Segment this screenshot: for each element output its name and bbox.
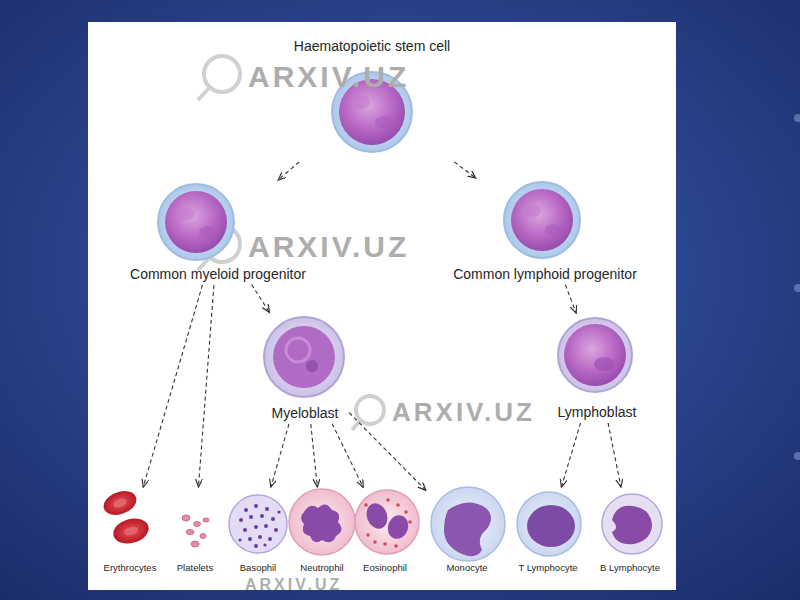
dashed-arrow	[332, 424, 363, 488]
dashed-arrow	[271, 424, 289, 487]
cell-node: Myeloblast	[263, 315, 347, 421]
t-lymphocyte-cell	[517, 492, 581, 556]
white-panel	[88, 22, 676, 590]
myeloblast-cell	[264, 317, 344, 397]
cell-node: Neutrophil	[295, 490, 349, 574]
platelets	[182, 515, 209, 547]
cell-label: Eosinophil	[363, 563, 407, 574]
cell-node: T Lymphocyte	[514, 490, 582, 574]
b-lymphocyte-cell	[602, 494, 662, 554]
watermark: ARXIV.UZ	[392, 398, 535, 427]
cell-label: Basophil	[240, 563, 276, 574]
cell-node: Eosinophil	[358, 490, 412, 574]
lymphoblast-cell	[558, 318, 632, 392]
cell-label: T Lymphocyte	[518, 563, 577, 574]
watermark: ARXIV.UZ	[245, 576, 342, 594]
dashed-arrow	[608, 423, 621, 487]
eosinophil-cell	[355, 490, 419, 554]
basophil-cell	[229, 495, 287, 553]
cell-label: Monocyte	[446, 563, 487, 574]
cell-label: Haematopoietic stem cell	[294, 38, 450, 54]
dashed-arrow	[278, 162, 299, 180]
neutrophil-cell	[289, 489, 355, 555]
cell-node: Platelets	[168, 490, 222, 574]
dashed-arrow	[561, 423, 580, 487]
cell-label: Common myeloid progenitor	[130, 266, 306, 282]
dashed-arrow	[565, 285, 576, 313]
cell-label: Platelets	[177, 563, 213, 574]
cell-node: Haematopoietic stem cell	[290, 38, 455, 160]
cell-node: Lymphoblast	[554, 316, 641, 420]
cell-node: Erythrocytes	[100, 490, 161, 574]
watermark: ARXIV.UZ	[248, 230, 409, 263]
cell-node: Basophil	[231, 490, 285, 574]
monocyte-cell	[431, 487, 505, 561]
watermark: ARXIV.UZ	[248, 60, 409, 93]
myeloid-progenitor-cell	[158, 184, 234, 260]
cell-label: Lymphoblast	[558, 404, 637, 420]
dashed-arrow	[143, 285, 202, 487]
cell-label: Neutrophil	[300, 563, 343, 574]
cell-node: Common lymphoid progenitor	[449, 180, 641, 282]
cell-node: Monocyte	[428, 490, 506, 574]
lymphoid-progenitor-cell	[504, 182, 580, 258]
cell-label: Common lymphoid progenitor	[453, 266, 637, 282]
cell-label: Erythrocytes	[104, 563, 157, 574]
erythrocytes	[100, 487, 151, 547]
dashed-arrow	[198, 285, 213, 487]
dashed-arrow	[252, 285, 270, 313]
cell-label: Myeloblast	[272, 405, 339, 421]
bullet-dots	[794, 114, 800, 460]
cell-label: B Lymphocyte	[600, 563, 660, 574]
cell-node: B Lymphocyte	[596, 490, 664, 574]
dashed-arrow	[311, 424, 318, 487]
dashed-arrow	[454, 162, 475, 178]
